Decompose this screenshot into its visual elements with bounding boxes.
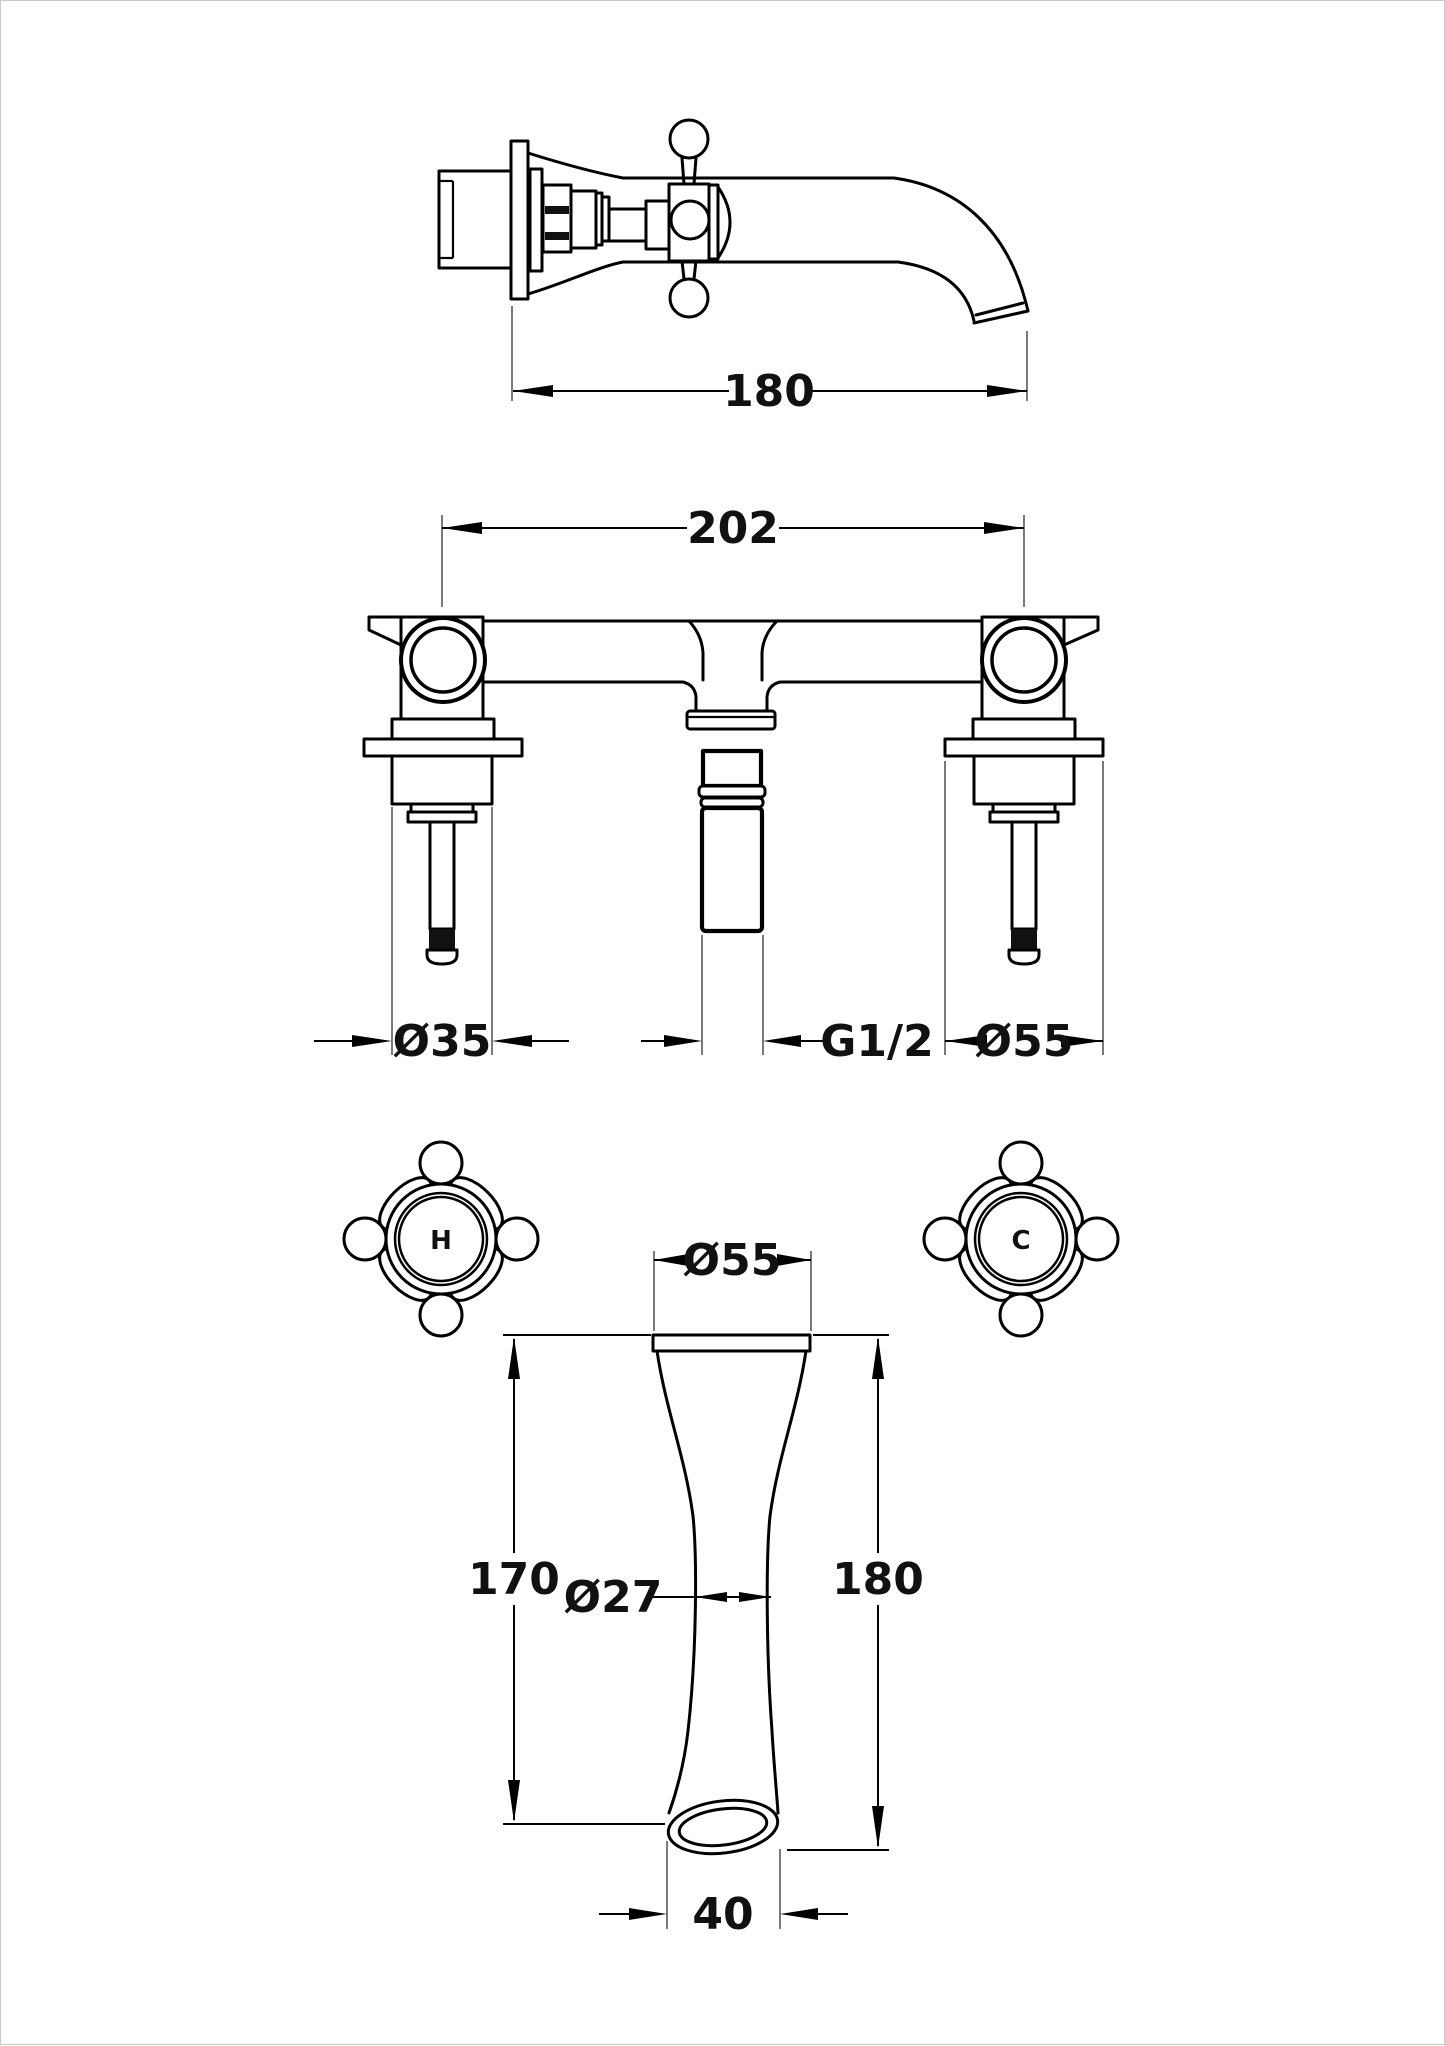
valve-cartridge-side [528, 167, 671, 273]
cold-handle-letter: C [1011, 1226, 1030, 1256]
front-view: 202 Ø35 G1/2 [314, 503, 1105, 1067]
dim-hole-centres: 202 [687, 503, 779, 554]
left-valve-front [362, 615, 524, 966]
dim-spout-tube-diameter: Ø27 [564, 1572, 663, 1623]
dimension-side-projection: 180 [511, 306, 1028, 417]
dim-height-right: 180 [832, 1554, 924, 1605]
hot-handle-letter: H [430, 1226, 452, 1256]
centre-connector [697, 748, 767, 934]
wall-body-block [437, 169, 513, 270]
dim-outlet-width: 40 [692, 1889, 753, 1940]
wall-flange [509, 139, 530, 301]
right-valve-front [943, 615, 1105, 966]
plan-view: H C [342, 1140, 1120, 1940]
dimension-valve-diameter: Ø35 [314, 807, 569, 1067]
cross-handle-side [667, 118, 732, 319]
cold-cross-handle [922, 1140, 1120, 1338]
dim-height-left: 170 [468, 1554, 560, 1605]
hot-cross-handle [342, 1140, 540, 1338]
dim-thread-size: G1/2 [820, 1016, 933, 1067]
manifold-bar [481, 619, 984, 731]
dimension-outlet-width: 40 [599, 1841, 848, 1940]
spout-front-outline [651, 1333, 812, 1856]
dim-front-flange-diameter: Ø55 [975, 1016, 1074, 1067]
dimension-height-left: 170 [468, 1334, 665, 1825]
dim-valve-diameter: Ø35 [393, 1016, 492, 1067]
dim-plan-flange-diameter: Ø55 [683, 1235, 782, 1286]
dimension-hole-centres: 202 [441, 503, 1025, 607]
side-view: 180 [437, 118, 1030, 417]
dimension-height-right: 180 [787, 1334, 924, 1851]
dim-spout-projection: 180 [723, 366, 815, 417]
escutcheon-bell [526, 151, 625, 296]
dimension-front-flange-diameter: Ø55 [944, 761, 1104, 1067]
dimension-spout-tube-diameter: Ø27 [564, 1572, 771, 1623]
dimension-thread: G1/2 [641, 935, 934, 1067]
dimension-plan-flange-diameter: Ø55 [653, 1235, 812, 1331]
